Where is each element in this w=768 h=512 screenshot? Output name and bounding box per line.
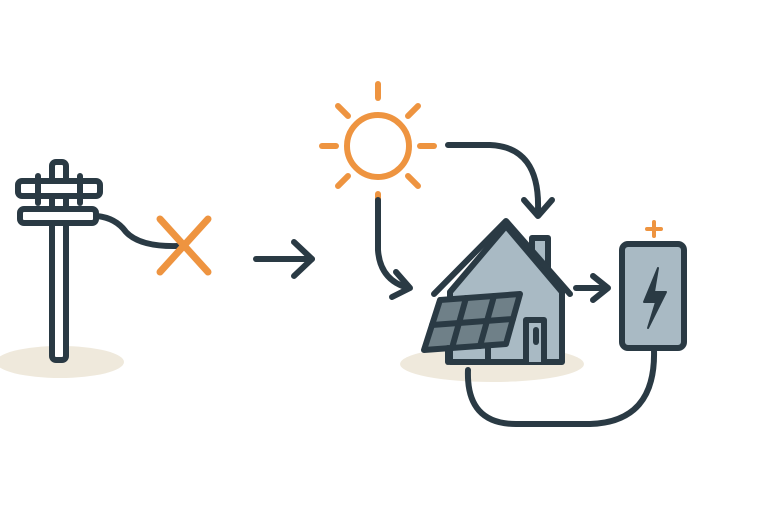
sun-icon — [319, 81, 437, 211]
lightning-bolt-icon — [643, 267, 667, 329]
plus-terminal-icon — [645, 220, 663, 238]
battery-icon — [619, 241, 687, 351]
cross-mark-icon — [156, 215, 212, 276]
battery-to-house-loop — [464, 347, 658, 427]
pole-to-house-arrow — [253, 239, 315, 279]
house-with-solar-panels-icon — [421, 218, 573, 365]
house-to-battery-arrow — [573, 273, 611, 303]
sun-to-panels-arrow — [375, 197, 413, 300]
utility-pole-icon — [15, 159, 181, 363]
sun-to-roof-arrow — [445, 142, 555, 219]
